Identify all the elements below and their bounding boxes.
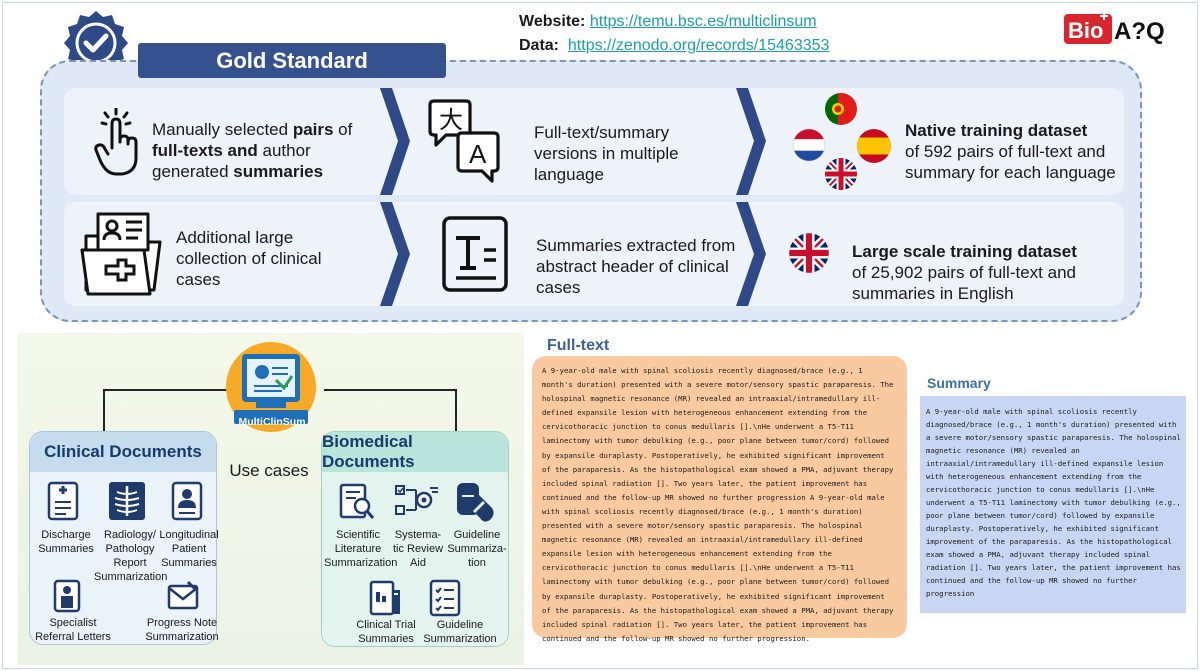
website-link[interactable]: https://temu.bsc.es/multiclinsum xyxy=(589,13,817,30)
use-cases-label: Use cases xyxy=(229,461,309,480)
data-link[interactable]: https://zenodo.org/records/15463353 xyxy=(567,37,830,54)
uk-flag-icon xyxy=(825,158,857,190)
uk-flag-icon xyxy=(789,233,829,273)
review-workflow-icon xyxy=(395,485,438,515)
hand-pointer-icon xyxy=(94,108,138,176)
biomedical-item-label: Guideline Summarization xyxy=(423,619,497,645)
svg-text:A?Q: A?Q xyxy=(1114,18,1165,45)
chevron-right-icon xyxy=(380,202,410,306)
manual-pairs-text: Manually selected pairs of full-texts an… xyxy=(152,120,353,181)
svg-text:大: 大 xyxy=(439,106,463,134)
clinical-documents-title: Clinical Documents xyxy=(30,432,216,472)
bioasq-logo: Bio A?Q xyxy=(1064,12,1165,45)
multiclinsum-logo-text: MultiClinSum xyxy=(238,416,306,428)
netherlands-flag-icon xyxy=(792,128,826,162)
guideline-pill-icon xyxy=(457,483,494,522)
biomedical-item-label: Scientific Literature Summarization xyxy=(324,529,398,569)
svg-text:Bio: Bio xyxy=(1068,18,1103,43)
literature-search-icon xyxy=(339,483,375,519)
translate-icon: 大 A xyxy=(428,99,500,183)
chevron-right-icon xyxy=(736,202,766,306)
row-large xyxy=(64,202,1124,306)
medical-folder-icon xyxy=(80,212,162,296)
website-label: Website: xyxy=(519,13,586,30)
row-native xyxy=(64,88,1124,195)
chevron-right-icon xyxy=(380,88,410,195)
clinical-item-label: Longitudinal Patient Summaries xyxy=(159,529,219,569)
multilingual-text: Full-text/summary versions in multiple l… xyxy=(534,123,679,184)
connector-lines xyxy=(103,389,457,440)
discharge-document-icon xyxy=(47,481,79,521)
summaries-extracted-text: Summaries extracted from abstract header… xyxy=(536,236,736,297)
clinical-trial-icon xyxy=(369,580,400,616)
guideline-checklist-icon xyxy=(429,579,461,617)
clinical-item-label: Discharge Summaries xyxy=(38,529,94,555)
multiclinsum-logo xyxy=(226,342,316,432)
summary-box: A 9-year-old male with spinal scoliosis … xyxy=(920,396,1186,613)
chevron-right-icon xyxy=(736,88,766,195)
fulltext-body: A 9-year-old male with spinal scoliosis … xyxy=(542,366,894,643)
biomedical-documents-card: Biomedical Documents xyxy=(321,431,509,647)
fulltext-box: A 9-year-old male with spinal scoliosis … xyxy=(532,356,907,643)
svg-text:A: A xyxy=(469,139,487,169)
xray-icon xyxy=(109,482,145,520)
spain-flag-icon xyxy=(857,129,891,163)
biomedical-documents-title: Biomedical Documents xyxy=(322,432,508,472)
clinical-item-label: Progress Note Summarization xyxy=(145,617,219,643)
fulltext-title: Full-text xyxy=(547,337,610,354)
biomedical-item-label: Clinical Trial Summaries xyxy=(356,619,416,645)
text-document-icon xyxy=(442,216,508,292)
summary-title: Summary xyxy=(927,375,991,391)
header-links: Website: https://temu.bsc.es/multiclinsu… xyxy=(519,10,829,58)
biomedical-item-label: Systema- tic Review Aid xyxy=(392,529,444,569)
specialist-letter-icon xyxy=(53,579,81,613)
clinical-item-label: Specialist Referral Letters xyxy=(35,617,111,643)
progress-note-icon xyxy=(167,580,199,610)
data-label: Data: xyxy=(519,37,560,54)
additional-collection-text: Additional large collection of clinical … xyxy=(176,228,322,289)
clinical-item-label: Radiology/ Pathology Report Summarizatio… xyxy=(94,529,168,583)
biomedical-item-label: Guideline Summariza- tion xyxy=(447,529,507,569)
gold-standard-title: Gold Standard xyxy=(138,43,446,78)
patient-record-icon xyxy=(171,481,203,521)
summary-body: A 9-year-old male with spinal scoliosis … xyxy=(926,407,1181,598)
portugal-flag-icon xyxy=(825,93,857,125)
